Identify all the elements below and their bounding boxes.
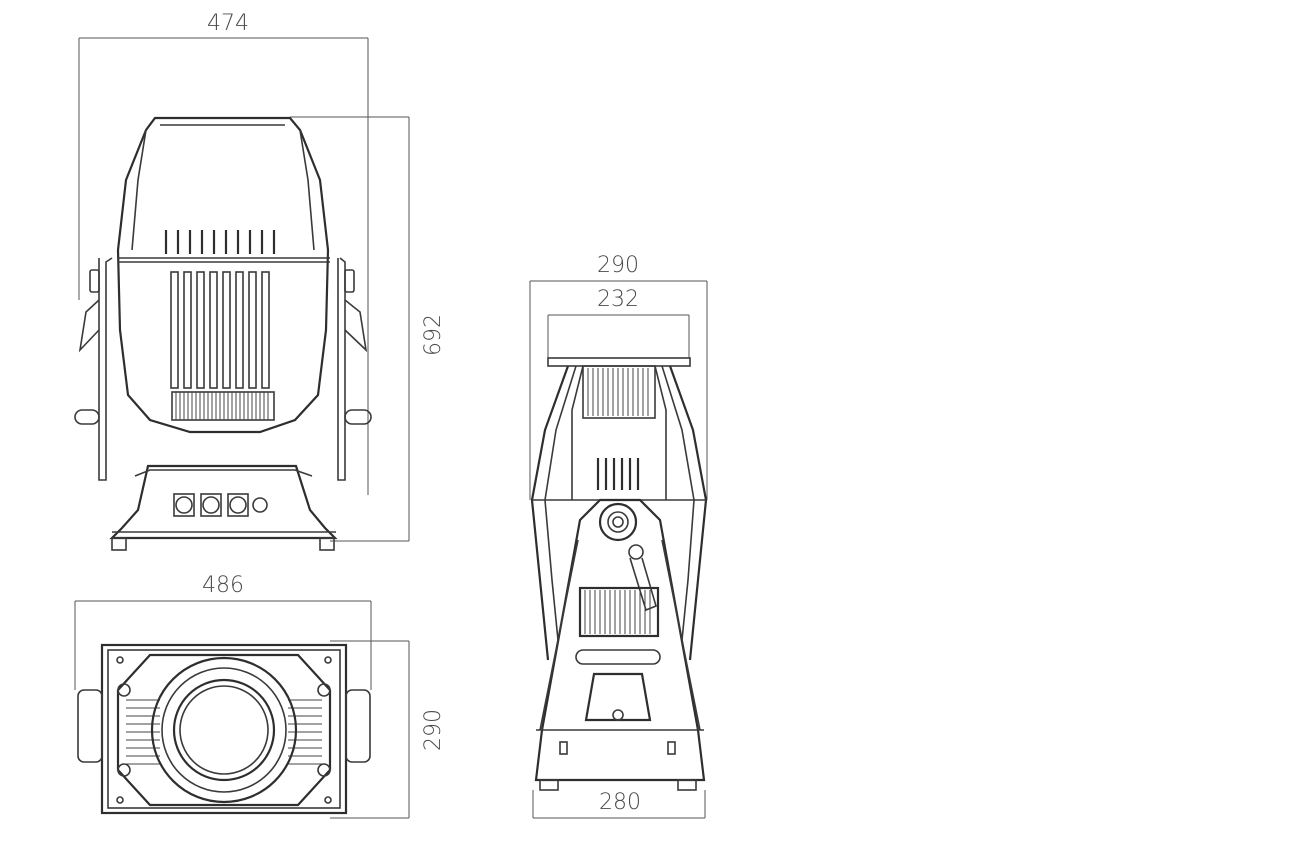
front-yoke (74, 257, 372, 481)
front-head (116, 116, 330, 434)
dim-label-front-width: 474 (207, 11, 249, 36)
front-base (109, 464, 338, 551)
front-vent-slots (170, 271, 270, 389)
dimension-side-base-width: 280 (532, 790, 706, 819)
side-yoke (534, 498, 706, 791)
top-lens (150, 656, 298, 804)
dim-label-top-width: 486 (202, 573, 244, 598)
dim-label-side-base-width: 280 (599, 790, 641, 815)
dimension-front-width: 474 (78, 11, 369, 495)
side-head (530, 357, 708, 661)
dimension-front-height: 692 (290, 116, 446, 542)
side-view: 290 232 280 (529, 253, 708, 819)
front-vent-upper (164, 230, 276, 254)
front-vent-lower (171, 391, 275, 421)
top-view: 486 290 (74, 573, 446, 819)
dimension-top-depth: 290 (330, 640, 446, 819)
dim-label-side-width: 290 (597, 253, 639, 278)
dimension-side-inner-width: 232 (547, 287, 690, 358)
front-view: 474 692 (74, 11, 446, 551)
dimension-top-width: 486 (74, 573, 372, 690)
dim-label-side-inner-width: 232 (597, 287, 639, 312)
dim-label-top-depth: 290 (421, 709, 446, 751)
dimension-side-width: 290 (529, 253, 708, 500)
dim-label-front-height: 692 (421, 314, 446, 356)
top-fins (126, 699, 322, 765)
